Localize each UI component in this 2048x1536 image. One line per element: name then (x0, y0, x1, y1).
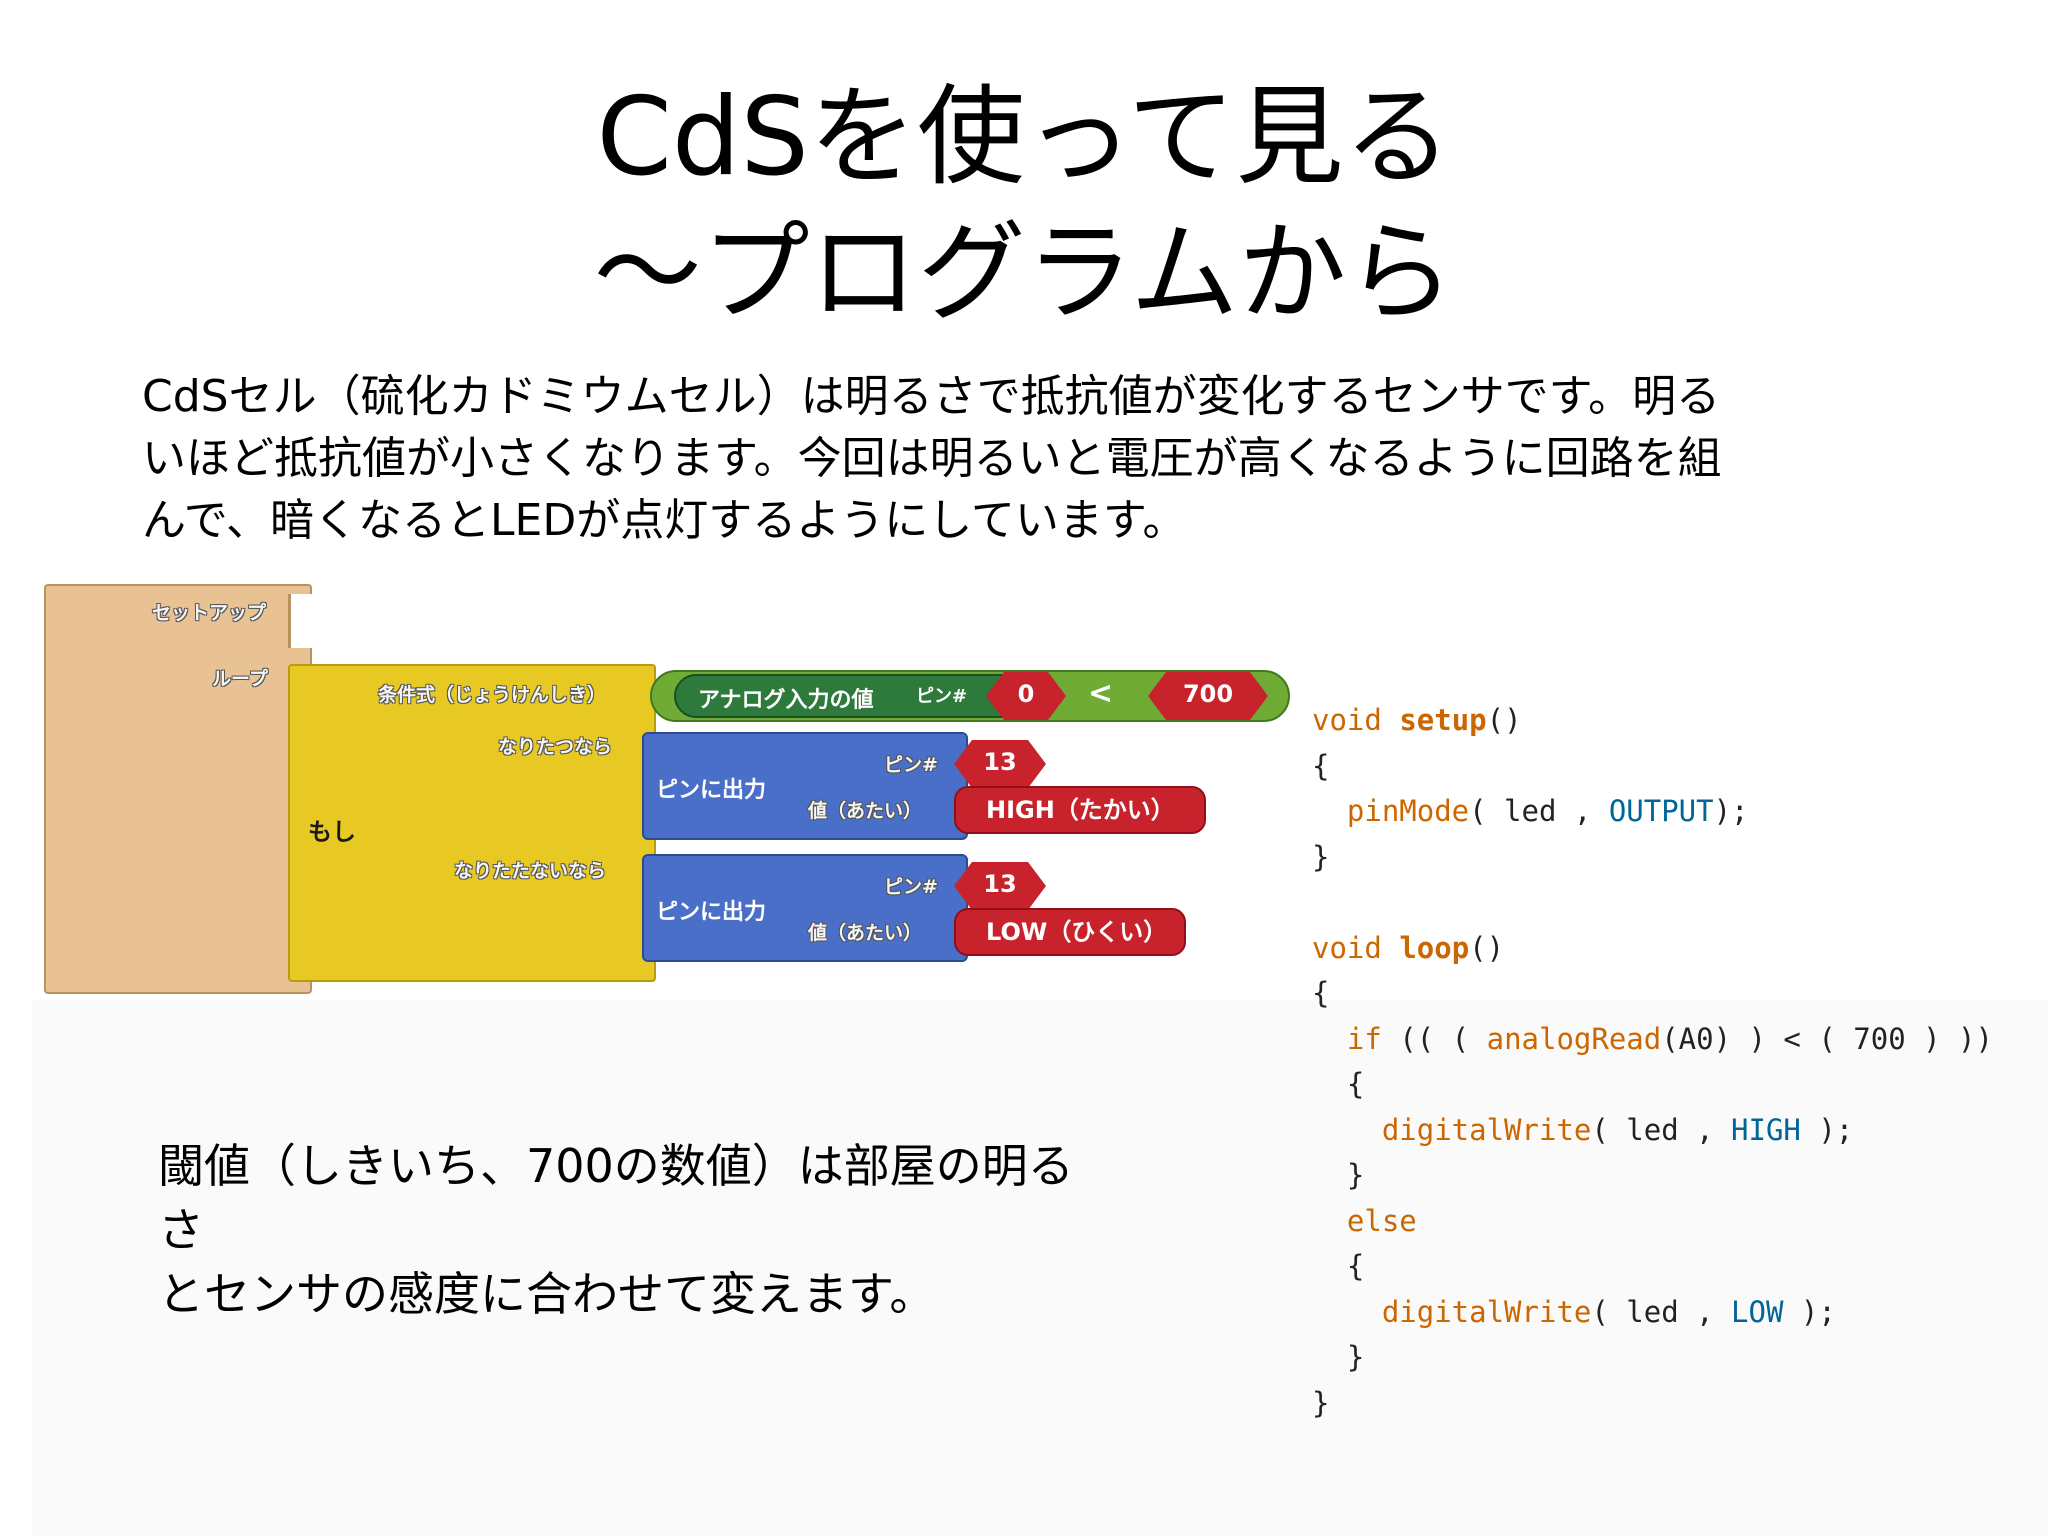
compare-operator[interactable]: < (1088, 676, 1114, 711)
code-token: void (1312, 930, 1382, 965)
threshold-note-line-1: 閾値（しきいち、700の数値）は部屋の明るさ (158, 1139, 1074, 1257)
digital-write-pin-2[interactable]: 13 (954, 862, 1046, 910)
code-token (1312, 1113, 1382, 1147)
code-token (1312, 1022, 1347, 1056)
then-label: なりたつなら (498, 736, 613, 758)
arduino-code: void setup() { pinMode( led , OUTPUT); }… (1312, 698, 2032, 1426)
digital-write-value-label-1: 値（あたい） (808, 800, 923, 822)
condition-label: 条件式（じょうけんしき） (378, 684, 607, 706)
if-label: もし (308, 818, 356, 846)
code-line-13: { (1312, 1249, 1365, 1283)
code-line-4: } (1312, 839, 1330, 874)
code-token: ); (1800, 1112, 1854, 1147)
analog-label: アナログ入力の値 (698, 688, 874, 713)
code-token (1312, 794, 1347, 828)
code-token: LOW (1731, 1294, 1784, 1329)
code-token (1312, 1204, 1347, 1238)
code-line-9: { (1312, 1067, 1365, 1101)
digital-write-value-2[interactable]: LOW（ひくい） (954, 908, 1186, 956)
intro-line-2: いほど抵抗値が小さくなります。今回は明るいと電圧が高くなるように回路を組 (142, 433, 1722, 484)
intro-paragraph: CdSセル（硫化カドミウムセル）は明るさで抵抗値が変化するセンサです。明る いほ… (142, 366, 1902, 552)
code-token: ( led , (1591, 1112, 1732, 1147)
code-line-3: pinMode( led , OUTPUT); (1312, 789, 2032, 835)
loop-label: ループ (212, 668, 268, 690)
code-token: HIGH (1731, 1112, 1801, 1147)
code-line-5 (1312, 880, 2032, 926)
code-line-1: void setup() (1312, 698, 2032, 744)
digital-write-pin-label-2: ピン# (884, 876, 938, 898)
threshold-value[interactable]: 700 (1148, 672, 1268, 720)
code-token: digitalWrite (1381, 1112, 1592, 1147)
code-token: ( led , (1591, 1294, 1732, 1329)
digital-write-label-2: ピンに出力 (656, 900, 767, 925)
threshold-note-line-2: とセンサの感度に合わせて変えます。 (158, 1267, 936, 1321)
analog-pin-label: ピン# (916, 686, 968, 707)
digital-write-pin-label-1: ピン# (884, 754, 938, 776)
code-token: () (1486, 703, 1522, 737)
title-line-2: ～プログラムから (593, 211, 1455, 336)
code-token: void (1312, 703, 1382, 737)
code-token (1312, 1295, 1382, 1329)
code-token: else (1346, 1203, 1417, 1238)
code-line-2: { (1312, 748, 1330, 783)
threshold-note: 閾値（しきいち、700の数値）は部屋の明るさ とセンサの感度に合わせて変えます。 (158, 1134, 1118, 1326)
code-token: (A0) ) < ( 700 ) )) (1661, 1021, 1993, 1056)
else-label: なりたたないなら (454, 860, 607, 882)
code-token: ); (1783, 1294, 1836, 1329)
code-line-7: { (1312, 976, 1330, 1010)
code-token: setup (1399, 703, 1487, 737)
title-line-1: CdSを使って見る (596, 75, 1452, 200)
digital-write-value-1[interactable]: HIGH（たかい） (954, 786, 1206, 834)
slide-lower-background (32, 1000, 2048, 1536)
setup-slot (288, 594, 338, 648)
digital-write-label-1: ピンに出力 (656, 778, 767, 803)
code-token: loop (1399, 930, 1470, 965)
intro-line-1: CdSセル（硫化カドミウムセル）は明るさで抵抗値が変化するセンサです。明る (142, 371, 1721, 422)
code-token: (( ( (1381, 1021, 1487, 1056)
digital-write-block-2[interactable] (642, 854, 968, 962)
setup-loop-block[interactable] (44, 584, 312, 994)
code-token: analogRead (1486, 1021, 1662, 1056)
code-token: () (1469, 930, 1505, 965)
slide-title: CdSを使って見る ～プログラムから (0, 70, 2048, 342)
digital-write-value-label-2: 値（あたい） (808, 922, 923, 944)
code-line-8: if (( ( analogRead(A0) ) < ( 700 ) )) (1312, 1017, 2032, 1063)
intro-line-3: んで、暗くなるとLEDが点灯するようにしています。 (142, 495, 1187, 546)
code-token: digitalWrite (1381, 1294, 1592, 1329)
setup-label: セットアップ (152, 602, 267, 624)
code-token: pinMode (1346, 794, 1470, 828)
analog-read-block[interactable] (674, 674, 1034, 718)
code-line-12: else (1312, 1199, 2032, 1245)
code-token: OUTPUT (1608, 794, 1714, 828)
code-line-14: digitalWrite( led , LOW ); (1312, 1290, 2032, 1336)
code-token: ); (1713, 794, 1749, 828)
code-token: if (1346, 1021, 1382, 1056)
digital-write-pin-1[interactable]: 13 (954, 740, 1046, 788)
code-line-6: void loop() (1312, 926, 2032, 972)
code-line-15: } (1312, 1340, 1365, 1374)
code-line-10: digitalWrite( led , HIGH ); (1312, 1108, 2032, 1154)
code-line-16: } (1312, 1385, 1330, 1420)
code-line-11: } (1312, 1158, 1365, 1192)
block-program: セットアップ ループ もし 条件式（じょうけんしき） なりたつなら なりたたない… (44, 584, 1294, 994)
if-block[interactable] (288, 664, 656, 982)
digital-write-block-1[interactable] (642, 732, 968, 840)
code-token: ( led , (1469, 794, 1609, 828)
analog-pin-value[interactable]: 0 (986, 672, 1066, 720)
